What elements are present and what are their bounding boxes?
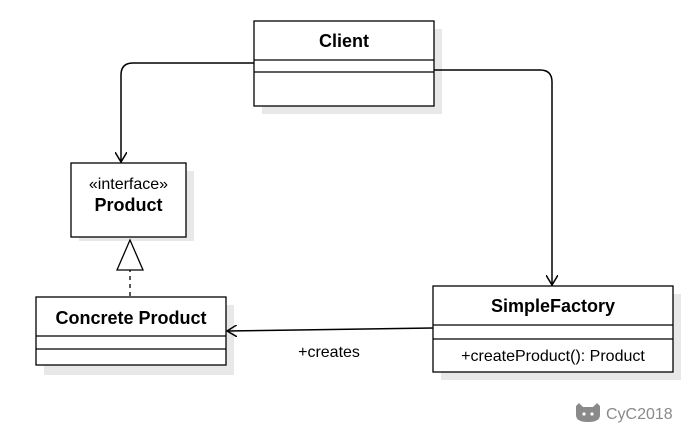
watermark-text: CyC2018 [606,406,673,423]
class-simple-factory[interactable]: SimpleFactory +createProduct(): Product [432,285,674,373]
client-factory-association [434,69,552,285]
creates-dependency [227,328,434,331]
class-concrete-product-name: Concrete Product [55,308,206,328]
class-concrete-product[interactable]: Concrete Product [35,296,227,366]
interface-stereotype: «interface» [89,176,168,193]
watermark: CyC2018 [576,403,673,423]
github-octocat-icon [576,403,600,422]
creates-label: +creates [298,344,360,361]
class-simple-factory-name: SimpleFactory [491,296,615,316]
class-client-name: Client [319,31,369,51]
realization-triangle [116,238,144,271]
client-product-association [121,62,254,162]
class-client[interactable]: Client [253,20,435,107]
class-simple-factory-method: +createProduct(): Product [461,348,645,365]
interface-product[interactable]: «interface» Product [70,162,187,238]
interface-product-name: Product [94,195,162,215]
